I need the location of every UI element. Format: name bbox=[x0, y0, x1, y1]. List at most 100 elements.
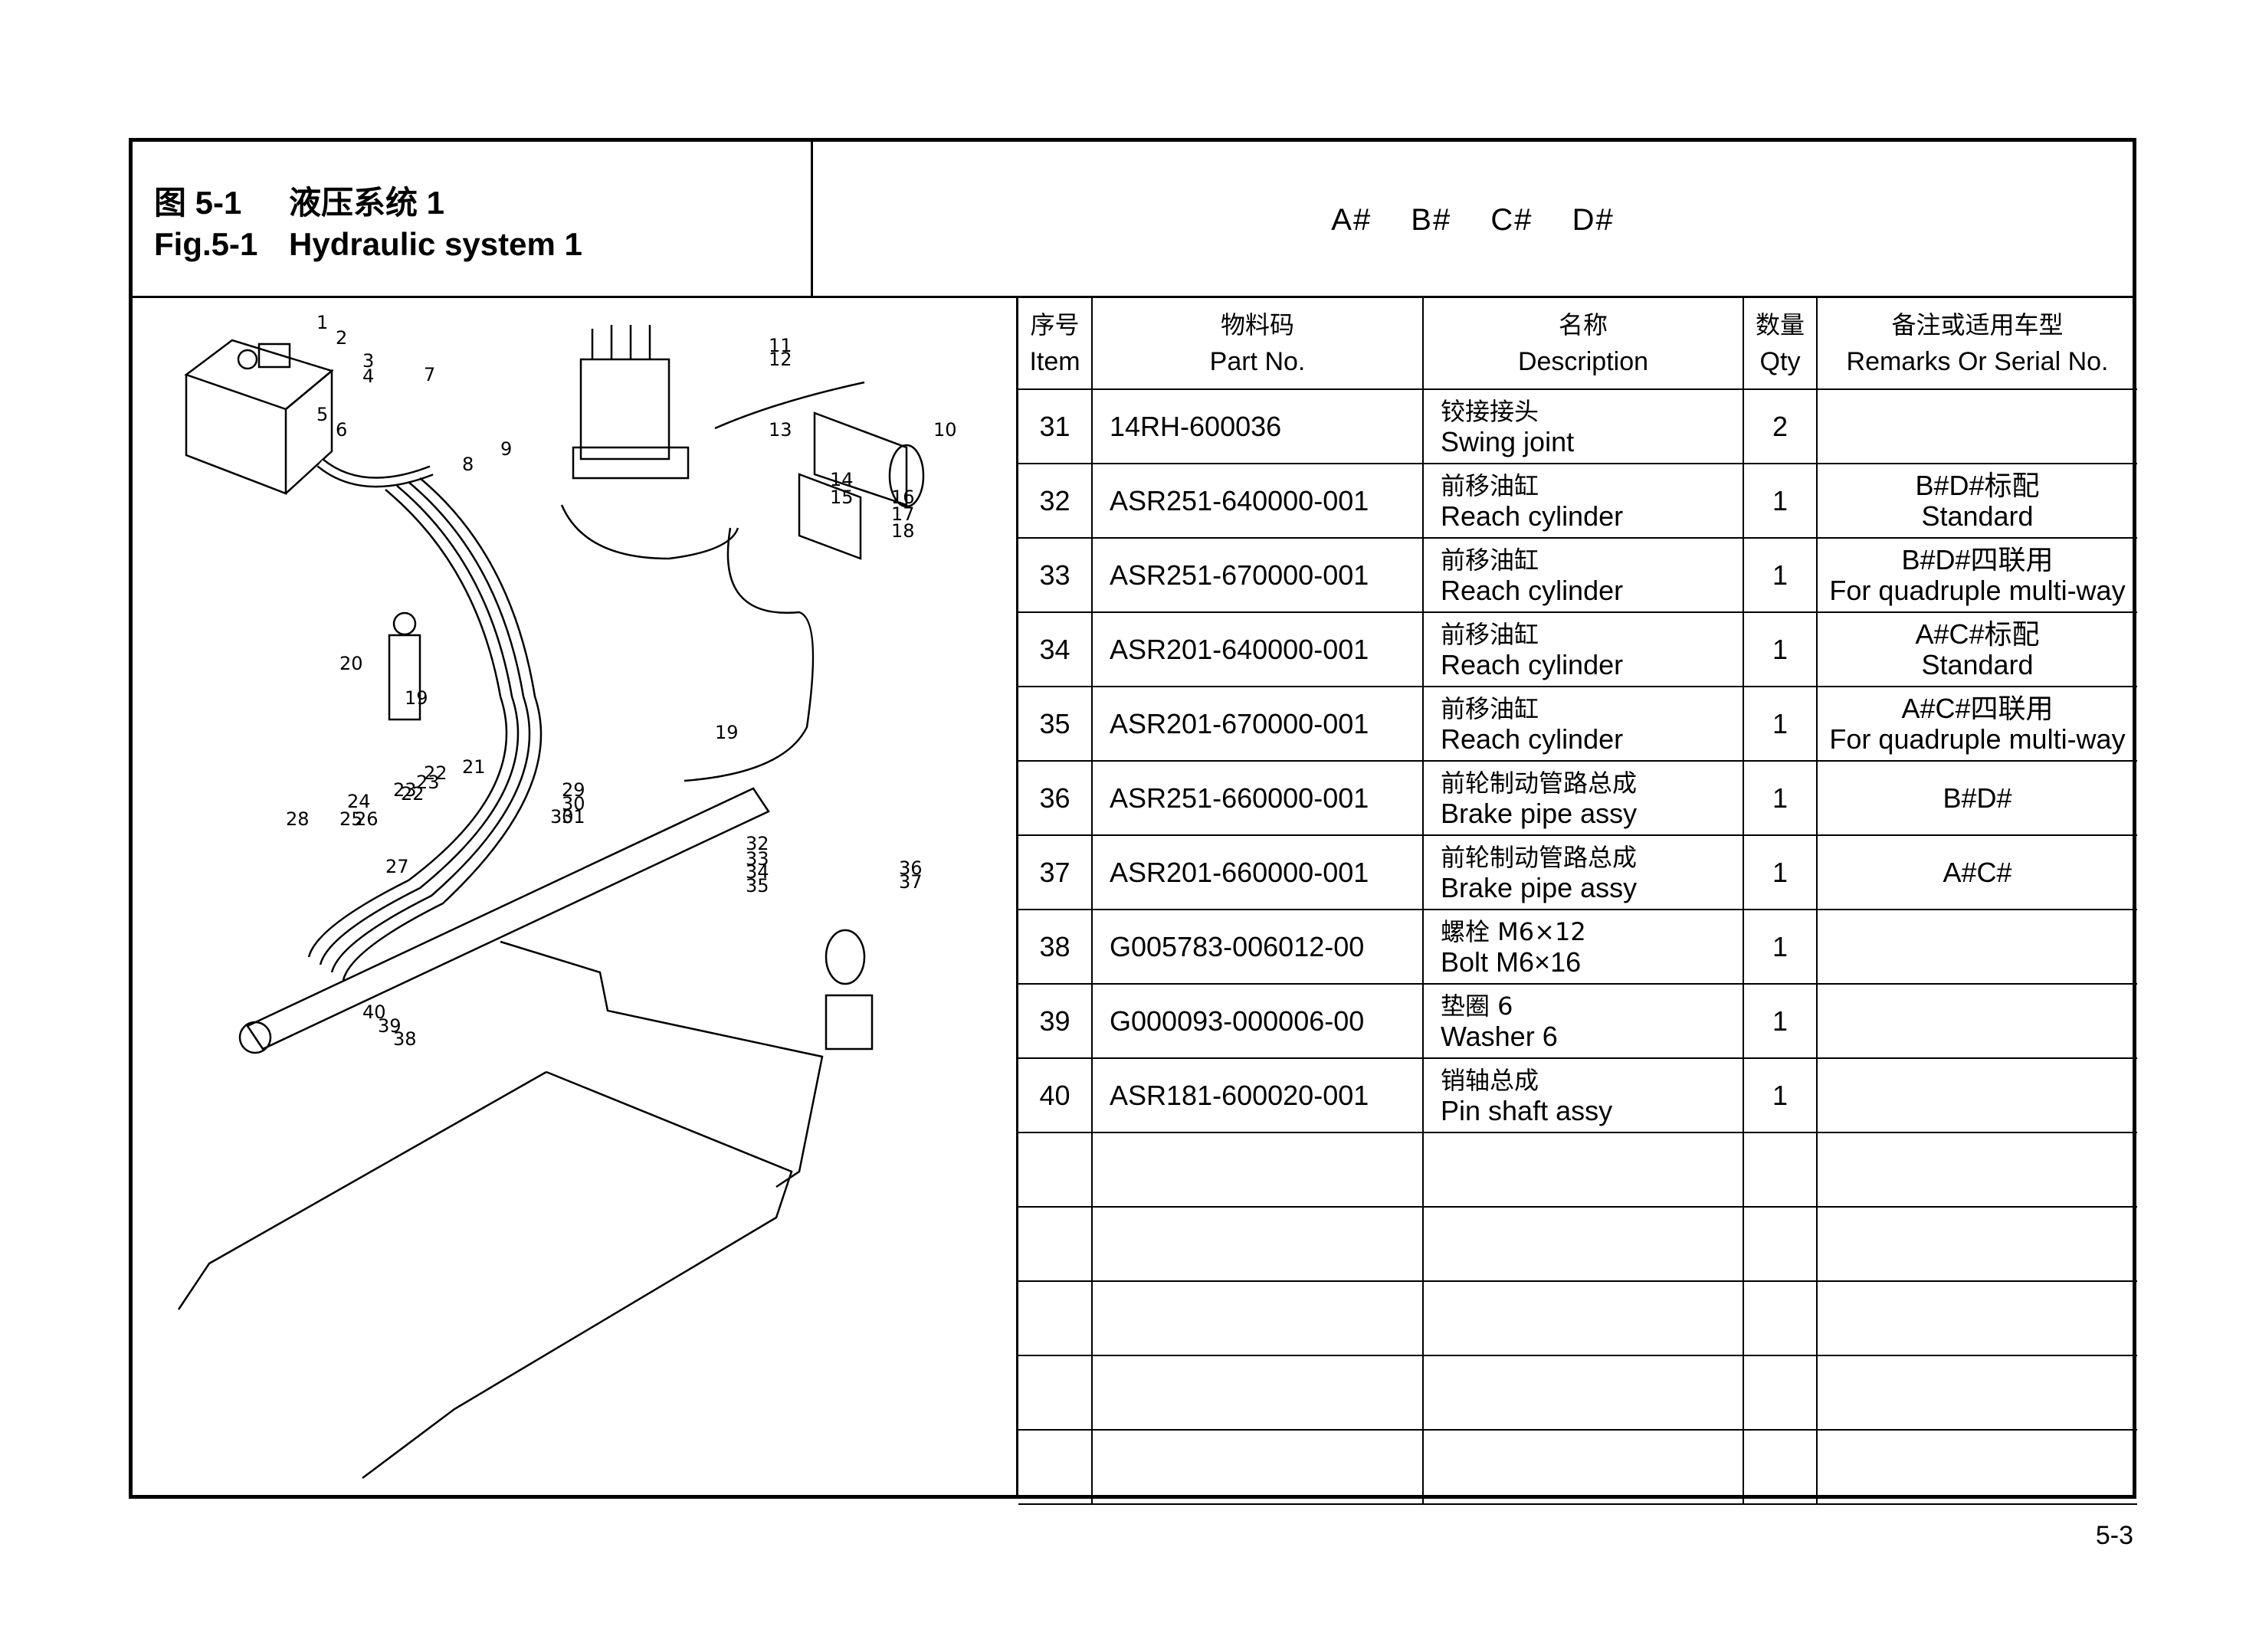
callout-30: 30 bbox=[562, 793, 585, 815]
part-no-cell-part: ASR201-660000-001 bbox=[1110, 856, 1369, 888]
item-cell: 34 bbox=[1018, 612, 1093, 687]
tank-side bbox=[285, 369, 333, 494]
callout-27: 27 bbox=[385, 856, 409, 877]
part-no-cell: ASR181-600020-001 bbox=[1092, 1058, 1424, 1133]
remarks-cell-rem1: A#C#四联用 bbox=[1901, 692, 2054, 724]
valve-base bbox=[572, 446, 690, 480]
callout-21: 21 bbox=[462, 756, 486, 778]
header-description-en: Description bbox=[1517, 347, 1649, 376]
callout-16: 16 bbox=[891, 487, 915, 508]
description-cell-desc-en: Reach cylinder bbox=[1441, 648, 1624, 680]
tank-filter bbox=[257, 343, 291, 369]
part-no-cell: ASR251-640000-001 bbox=[1092, 464, 1424, 539]
remarks-cell-rem2: For quadruple multi-way bbox=[1829, 574, 2126, 606]
callout-29: 29 bbox=[562, 779, 585, 801]
item-cell-item: 32 bbox=[1039, 484, 1070, 516]
description-cell bbox=[1423, 1430, 1744, 1505]
qty-cell: 1 bbox=[1743, 835, 1818, 910]
remarks-cell: B#D# bbox=[1817, 761, 2137, 836]
hose-bundle-b bbox=[319, 485, 520, 965]
item-cell-item: 36 bbox=[1039, 782, 1070, 814]
callout-25: 25 bbox=[339, 808, 363, 830]
remarks-cell bbox=[1817, 1058, 2137, 1133]
part-no-cell: ASR201-640000-001 bbox=[1092, 612, 1424, 687]
qty-cell: 2 bbox=[1743, 389, 1818, 464]
part-no-cell: G000093-000006-00 bbox=[1092, 984, 1424, 1059]
hose-14-15 bbox=[684, 527, 815, 782]
qty-cell-qty: 1 bbox=[1772, 782, 1789, 814]
item-cell-item: 37 bbox=[1039, 856, 1070, 888]
item-cell bbox=[1018, 1281, 1093, 1356]
header-item-en: Item bbox=[1029, 347, 1080, 376]
qty-cell: 1 bbox=[1743, 910, 1818, 985]
qty-cell bbox=[1743, 1430, 1818, 1505]
description-cell-desc-en: Swing joint bbox=[1441, 425, 1575, 457]
part-no-cell-part: ASR251-670000-001 bbox=[1110, 559, 1369, 591]
qty-cell: 1 bbox=[1743, 761, 1818, 836]
header-remarks-zh: 备注或适用车型 bbox=[1891, 310, 2064, 339]
remarks-cell: A#C# bbox=[1817, 835, 2137, 910]
qty-cell: 1 bbox=[1743, 984, 1818, 1059]
part-no-cell-part: ASR201-670000-001 bbox=[1110, 707, 1369, 739]
motor-body bbox=[813, 411, 908, 506]
description-cell-desc-zh: 垫圈 6 bbox=[1441, 991, 1513, 1021]
description-cell-desc-zh: 铰接接头 bbox=[1441, 396, 1539, 426]
description-cell-desc-en: Bolt M6×16 bbox=[1441, 946, 1582, 978]
figure-number-zh: 图 5-1 bbox=[154, 185, 242, 221]
callout-32: 32 bbox=[746, 833, 769, 854]
callout-22: 22 bbox=[401, 783, 425, 805]
qty-cell bbox=[1743, 1132, 1818, 1208]
qty-cell-qty: 1 bbox=[1772, 559, 1789, 591]
table-row bbox=[1018, 1355, 2137, 1431]
remarks-cell bbox=[1817, 984, 2137, 1059]
qty-cell: 1 bbox=[1743, 1058, 1818, 1133]
part-no-cell-part: G000093-000006-00 bbox=[1110, 1005, 1365, 1037]
callout-22: 22 bbox=[424, 762, 448, 784]
brake-valve-36 bbox=[825, 929, 866, 985]
callout-20: 20 bbox=[339, 653, 363, 674]
item-cell: 37 bbox=[1018, 835, 1093, 910]
figure-number-en: Fig.5-1 bbox=[154, 226, 258, 262]
figure-name-en: Hydraulic system 1 bbox=[289, 226, 582, 262]
callout-40: 40 bbox=[362, 1001, 386, 1023]
item-cell-item: 34 bbox=[1039, 633, 1070, 665]
qty-cell bbox=[1743, 1207, 1818, 1282]
callout-24: 24 bbox=[347, 791, 371, 812]
callout-35: 35 bbox=[746, 875, 769, 896]
part-no-cell: 14RH-600036 bbox=[1092, 389, 1424, 464]
description-cell-desc-en: Reach cylinder bbox=[1441, 500, 1624, 532]
remarks-cell-rem1: A#C#标配 bbox=[1915, 618, 2040, 650]
part-no-cell bbox=[1092, 1132, 1424, 1208]
remarks-cell bbox=[1817, 1132, 2137, 1208]
qty-cell-qty: 1 bbox=[1772, 1005, 1789, 1037]
item-cell: 39 bbox=[1018, 984, 1093, 1059]
part-no-cell: G005783-006012-00 bbox=[1092, 910, 1424, 985]
part-no-cell-part: 14RH-600036 bbox=[1110, 410, 1282, 442]
remarks-cell-rem1: B#D# bbox=[1943, 782, 2012, 814]
item-cell: 40 bbox=[1018, 1058, 1093, 1133]
remarks-cell bbox=[1817, 910, 2137, 985]
hose-8-9 bbox=[560, 504, 739, 560]
callout-5: 5 bbox=[316, 404, 328, 425]
callout-8: 8 bbox=[462, 454, 474, 475]
reach-cylinder bbox=[246, 787, 770, 1051]
motor-bracket bbox=[798, 473, 862, 560]
qty-cell-qty: 1 bbox=[1772, 930, 1789, 962]
motor-end bbox=[888, 444, 925, 508]
callout-23: 23 bbox=[393, 779, 417, 801]
